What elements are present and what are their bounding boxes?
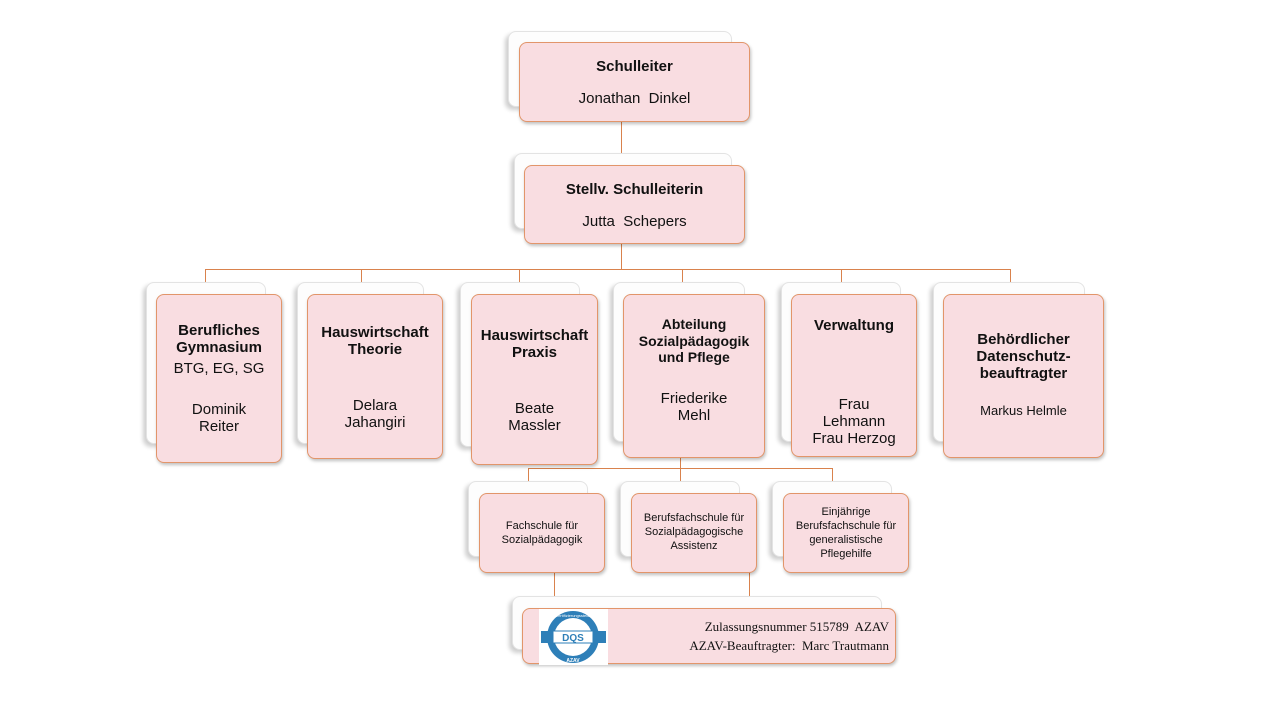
department-title: Abteilung Sozialpädagogik und Pflege — [638, 316, 750, 365]
department-box: Verwaltung Frau Lehmann Frau Herzog — [791, 294, 917, 457]
department-head: Delara Jahangiri — [344, 397, 406, 431]
deputy-title: Stellv. Schulleiterin — [565, 181, 704, 198]
department-box: Behördlicher Datenschutz-beauftragter Ma… — [943, 294, 1104, 458]
connector — [749, 572, 750, 609]
department-head: Dominik Reiter — [191, 401, 247, 435]
azav-box: DQS AZAV Zertifizierungsstelle Zulassung… — [522, 608, 896, 665]
school-box: Berufsfachschule für Sozialpädagogische … — [631, 493, 757, 573]
department-box: Hauswirtschaft Theorie Delara Jahangiri — [307, 294, 443, 459]
azav-info: Zulassungsnummer 515789 AZAV AZAV-Beauft… — [689, 617, 889, 655]
connector — [621, 244, 622, 270]
svg-text:Zertifizierungsstelle: Zertifizierungsstelle — [556, 613, 591, 618]
deputy-box: Stellv. Schulleiterin Jutta Schepers — [524, 165, 745, 244]
department-head: Friederike Mehl — [660, 389, 728, 424]
deputy-name: Jutta Schepers — [582, 213, 687, 230]
department-title: Berufliches Gymnasium — [176, 322, 262, 356]
principal-title: Schulleiter — [596, 58, 673, 75]
svg-text:AZAV: AZAV — [566, 658, 580, 664]
department-head: Markus Helmle — [980, 403, 1067, 418]
azav-logo: DQS AZAV Zertifizierungsstelle — [539, 609, 608, 665]
department-title: Behördlicher Datenschutz-beauftragter — [976, 331, 1071, 382]
school-label: Berufsfachschule für Sozialpädagogische … — [643, 512, 745, 552]
department-box: Abteilung Sozialpädagogik und Pflege Fri… — [623, 294, 765, 458]
school-box: Einjährige Berufsfachschule für generali… — [783, 493, 909, 573]
department-subtitle: BTG, EG, SG — [173, 360, 265, 377]
principal-name: Jonathan Dinkel — [578, 90, 691, 107]
school-label: Einjährige Berufsfachschule für generali… — [795, 506, 897, 560]
azav-registration-number: Zulassungsnummer 515789 AZAV — [704, 619, 889, 634]
department-title: Hauswirtschaft Praxis — [480, 327, 589, 361]
principal-box: Schulleiter Jonathan Dinkel — [519, 42, 750, 122]
department-title: Hauswirtschaft Theorie — [321, 324, 429, 358]
svg-text:DQS: DQS — [562, 633, 584, 644]
department-box: Hauswirtschaft Praxis Beate Massler — [471, 294, 598, 465]
certification-seal-icon: DQS AZAV Zertifizierungsstelle — [541, 611, 606, 664]
department-head: Beate Massler — [508, 400, 561, 434]
connector — [205, 269, 1011, 270]
azav-officer: AZAV-Beauftragter: Marc Trautmann — [689, 638, 889, 653]
department-head: Frau Lehmann Frau Herzog — [812, 396, 896, 447]
school-label: Fachschule für Sozialpädagogik — [501, 520, 583, 546]
department-box: Berufliches Gymnasium BTG, EG, SG Domini… — [156, 294, 282, 463]
connector — [554, 572, 555, 609]
connector — [621, 122, 622, 166]
department-title: Verwaltung — [813, 317, 895, 334]
school-box: Fachschule für Sozialpädagogik — [479, 493, 605, 573]
